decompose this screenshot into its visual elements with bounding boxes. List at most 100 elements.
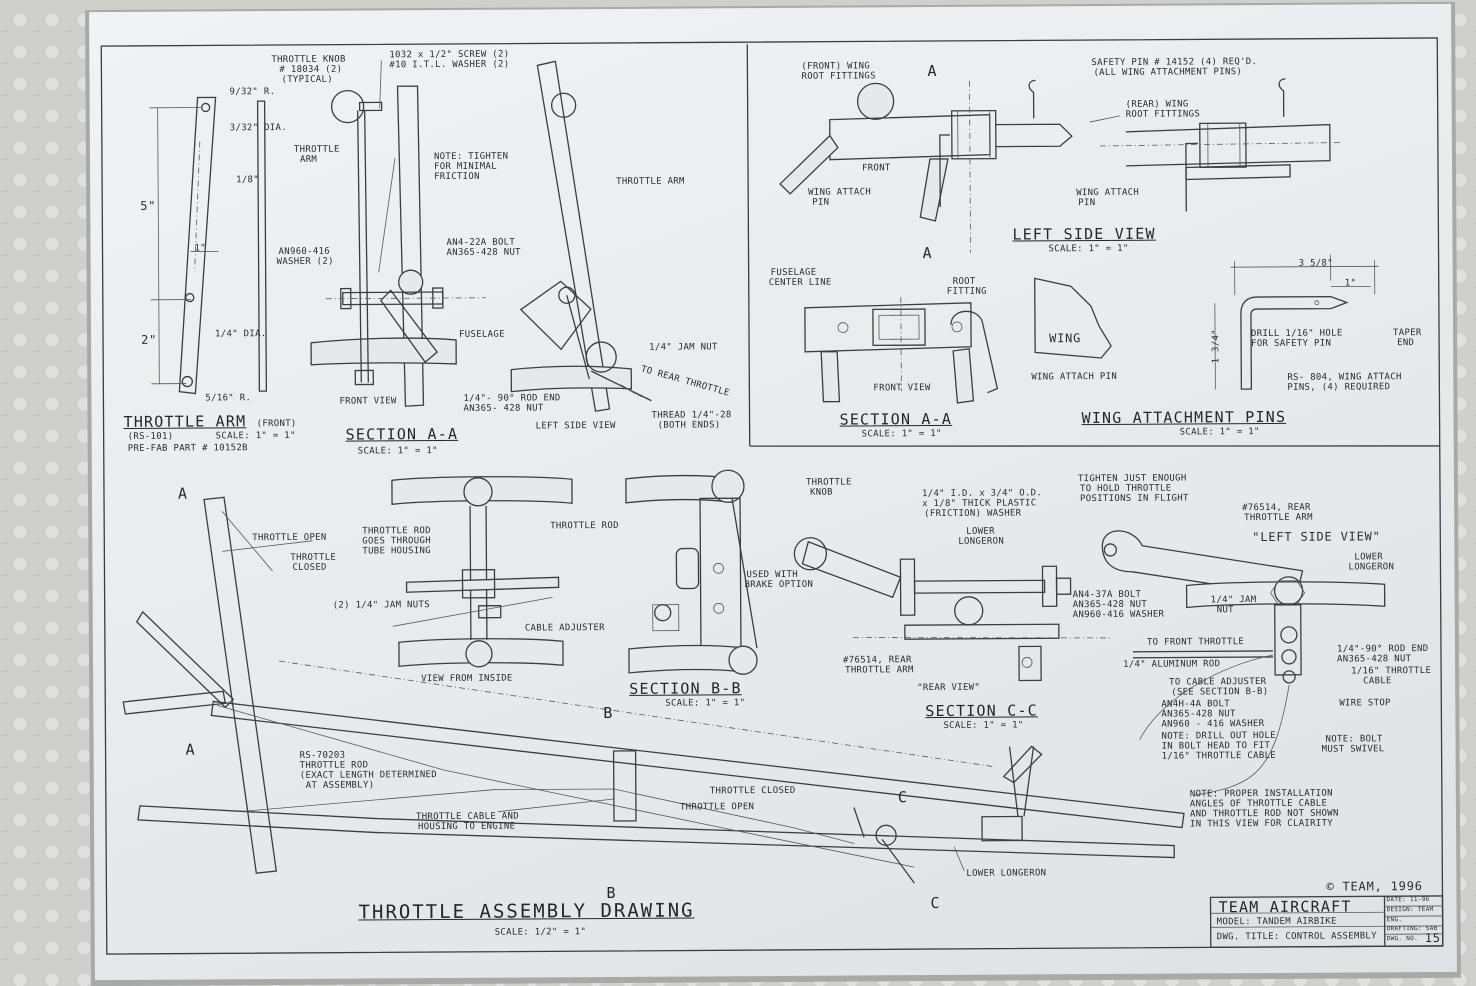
pin-part-1: RS- 804, WING ATTACH — [1287, 372, 1401, 383]
drill-note-3: 1/16" THROTTLE CABLE — [1162, 751, 1276, 762]
pin-part-2: PINS, (4) REQUIRED — [1287, 382, 1390, 393]
tb-date: DATE: 11-96 — [1386, 896, 1429, 903]
dim-width: 1" — [194, 243, 205, 253]
rod-through-2: GOES THROUGH — [362, 536, 431, 546]
cc-longeron-2: LONGERON — [1348, 562, 1394, 572]
cc-bolt-an4h-3: AN960 - 416 WASHER — [1161, 719, 1264, 730]
washer-an960: AN960-416 — [278, 247, 330, 257]
knob-typical: (TYPICAL) — [281, 75, 333, 85]
left-side-view-scale: SCALE: 1" = 1" — [1048, 244, 1128, 254]
swivel-note-2: MUST SWIVEL — [1322, 744, 1385, 754]
bolt-label-1: AN4-22A BOLT — [446, 238, 515, 248]
wing-label: WING — [1049, 332, 1081, 345]
assembly-rod-2: THROTTLE ROD — [300, 760, 369, 770]
cc-cable-1: 1/16" THROTTLE — [1351, 666, 1431, 676]
front-wing-root-2: ROOT FITTINGS — [801, 71, 875, 81]
assembly-marker-a-bottom: A — [186, 742, 196, 758]
section-bb-scale: SCALE: 1" = 1" — [665, 698, 745, 708]
bolt-label-2: AN365-428 NUT — [447, 248, 521, 258]
cc-bolt-an4h-2: AN365-428 NUT — [1161, 709, 1235, 719]
dwg-title-line: DWG. TITLE: CONTROL ASSEMBLY — [1217, 931, 1377, 942]
cc-rod-end-2: AN365-428 NUT — [1337, 654, 1411, 664]
dim-top-hole: 3/32" DIA. — [230, 123, 287, 133]
drawing-sheet: 9/32" R. 3/32" DIA. 1/8" 5" 1" 2" 1/4" D… — [89, 4, 1457, 980]
dim-height-lower: 2" — [141, 334, 157, 347]
cc-jam-2: NUT — [1217, 605, 1234, 615]
dim-mid-hole: 1/4" DIA. — [215, 329, 267, 339]
assembly-throttle-open: THROTTLE OPEN — [252, 533, 326, 543]
aluminum-rod: 1/4" ALUMINUM ROD — [1123, 659, 1220, 670]
brake-option-2: BRAKE OPTION — [745, 580, 814, 590]
pin-drill-2: FOR SAFETY PIN — [1251, 339, 1331, 349]
section-bb-title: SECTION B-B — [629, 680, 742, 697]
rod-through-3: TUBE HOUSING — [362, 546, 431, 556]
wing-attach-pin-right: WING ATTACH PIN — [1031, 372, 1117, 383]
jam-nuts-label: (2) 1/4" JAM NUTS — [333, 600, 430, 611]
wire-stop: WIRE STOP — [1339, 698, 1391, 708]
root-fitting-1: ROOT — [953, 277, 976, 287]
section-aa-front-view: FRONT VIEW — [873, 383, 930, 393]
throttle-arm-prefab: PRE-FAB PART # 10152B — [128, 443, 248, 454]
cc-bolt-1: AN4-37A BOLT — [1073, 590, 1142, 600]
throttle-arm-part: (RS-101) — [128, 432, 174, 442]
cc-jam-1: 1/4" JAM — [1211, 595, 1257, 605]
pin-taper-1: TAPER — [1393, 328, 1422, 338]
tighten-note-3: POSITIONS IN FLIGHT — [1080, 493, 1189, 504]
arm-label: THROTTLE — [294, 145, 340, 155]
cc-knob-2: KNOB — [810, 488, 833, 498]
washer-label: #10 I.T.L. WASHER (2) — [389, 60, 509, 71]
cc-longeron-1: LOWER — [1354, 552, 1383, 562]
rear-wing-root-1: (REAR) WING — [1126, 99, 1189, 109]
dim-thickness: 1/8" — [236, 175, 259, 185]
rear-view-label: "REAR VIEW" — [917, 683, 980, 693]
pin-dim-1: 1" — [1345, 278, 1356, 288]
rod-end-label-2: AN365- 428 NUT — [463, 403, 543, 413]
copyright: © TEAM, 1996 — [1326, 880, 1422, 894]
to-cable-adjuster-2: (SEE SECTION B-B) — [1171, 687, 1268, 698]
company-name: TEAM AIRCRAFT — [1218, 898, 1351, 915]
left-side-view-label: LEFT SIDE VIEW — [536, 421, 616, 431]
rear-wing-root-2: ROOT FITTINGS — [1126, 109, 1200, 119]
pin-drill-1: DRILL 1/16" HOLE — [1251, 329, 1343, 340]
section-aa-left-title: SECTION A-A — [346, 426, 459, 443]
cc-cable-2: CABLE — [1363, 676, 1392, 686]
assembly-marker-a-top: A — [178, 486, 188, 502]
arm-label-2: ARM — [300, 155, 317, 165]
cc-washer-2: x 1/8" THICK PLASTIC — [922, 498, 1036, 509]
assembly-rod-4: AT ASSEMBLY) — [306, 780, 375, 790]
section-aa-left-drawing — [309, 60, 486, 407]
assembly-t-closed: THROTTLE CLOSED — [710, 786, 796, 797]
wing-attach-pin-2: PIN — [812, 198, 829, 208]
fuselage-centerline-1: FUSELAGE — [771, 268, 817, 278]
knob-label: THROTTLE KNOB — [271, 55, 345, 65]
cc-rod-end-1: 1/4"-90° ROD END — [1337, 644, 1429, 655]
dim-bottom-radius: 5/16" R. — [205, 393, 251, 403]
cc-rear-arm-2: THROTTLE ARM — [845, 665, 914, 675]
assembly-title: THROTTLE ASSEMBLY DRAWING — [359, 900, 695, 922]
left-side-cc-title: "LEFT SIDE VIEW" — [1252, 530, 1380, 544]
assembly-marker-c-bottom: C — [930, 895, 940, 911]
pin-dim-length: 3 5/8" — [1299, 259, 1333, 269]
jam-nut-label: 1/4" JAM NUT — [649, 342, 718, 352]
cc-bolt-2: AN365-428 NUT — [1073, 600, 1147, 610]
assembly-cable-2: HOUSING TO ENGINE — [418, 822, 515, 833]
assembly-throttle-closed-1: THROTTLE — [290, 553, 336, 563]
panel-divider-vertical — [747, 44, 749, 446]
front-view-label: FRONT VIEW — [339, 396, 396, 406]
assembly-rod-3: (EXACT LENGTH DETERMINED — [300, 770, 437, 781]
throttle-arm-scale: SCALE: 1" = 1" — [216, 431, 296, 441]
wing-pins-title: WING ATTACHMENT PINS — [1082, 409, 1287, 426]
view-inside-title: VIEW FROM INSIDE — [421, 674, 513, 685]
assembly-marker-b-bottom: B — [606, 885, 616, 901]
drill-note-2: IN BOLT HEAD TO FIT — [1162, 741, 1271, 752]
rear-arm-1: #76514, REAR — [1242, 503, 1311, 513]
inside-throttle-rod: THROTTLE ROD — [550, 521, 619, 531]
pin-dim-height: 1 3/4" — [1211, 329, 1221, 363]
cc-knob-1: THROTTLE — [806, 478, 852, 488]
knob-part: # 18034 (2) — [279, 65, 342, 75]
cable-adjuster-label: CABLE ADJUSTER — [525, 623, 605, 633]
to-front-throttle: TO FRONT THROTTLE — [1147, 637, 1244, 648]
section-aa-right-scale: SCALE: 1" = 1" — [862, 429, 942, 439]
washer-an960-2: WASHER (2) — [277, 257, 334, 267]
dim-top-radius: 9/32" R. — [230, 87, 276, 97]
